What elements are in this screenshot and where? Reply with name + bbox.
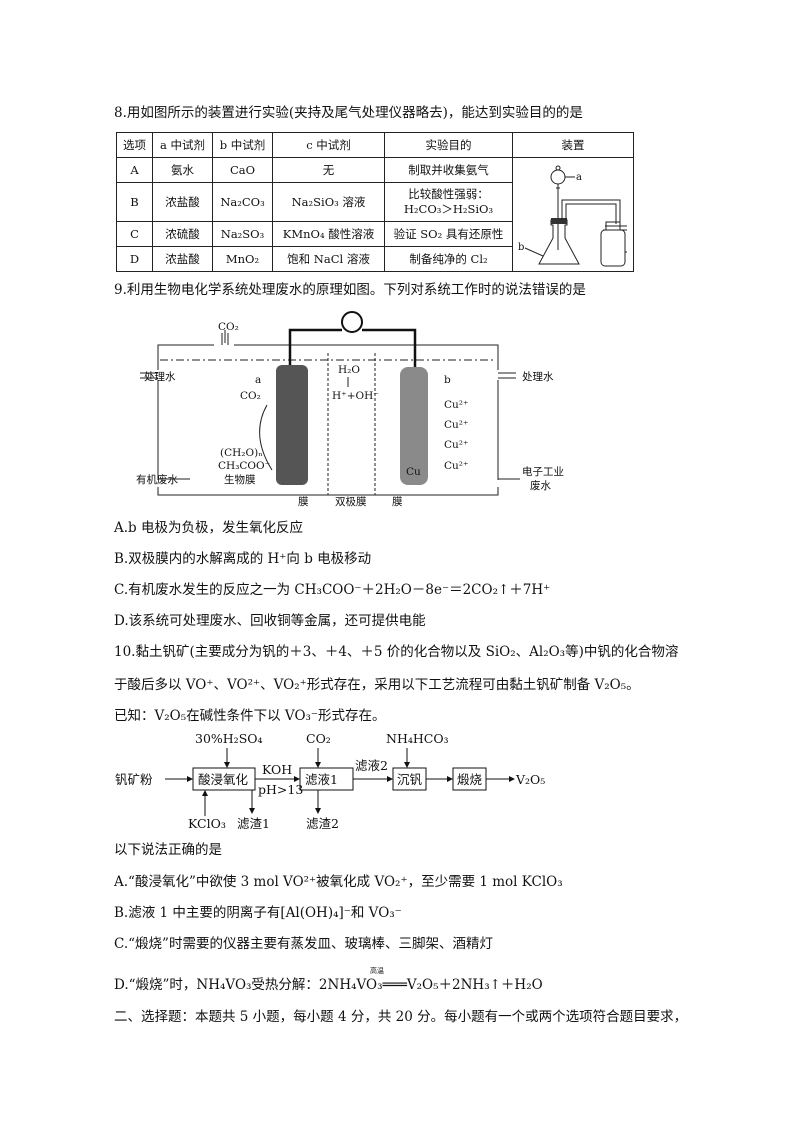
koh-label: KOH [262, 762, 292, 777]
in-right-label-1: 电子工业 [522, 465, 564, 478]
cell: 无 [272, 157, 385, 183]
in-right-label-2: 废水 [530, 479, 551, 492]
product-label: V₂O₅ [515, 772, 545, 787]
lightbulb-icon [341, 311, 363, 333]
cell: D [116, 246, 153, 272]
cell: B [116, 182, 153, 222]
ions-label: H⁺+OH⁻ [332, 390, 379, 402]
cell: 浓盐酸 [152, 182, 213, 222]
cu2-label: Cu²⁺ [444, 399, 469, 411]
cu-label: Cu [406, 466, 421, 478]
cell: MnO₂ [212, 246, 273, 272]
cell: A [116, 157, 153, 183]
kclo3-label: KClO₃ [188, 816, 226, 831]
q10-line: 已知：V₂O₅在碱性条件下以 VO₃⁻形式存在。 [114, 708, 386, 724]
filtrate2-label: 滤液2 [355, 758, 388, 773]
bipolar-membrane-label: 双极膜 [335, 495, 367, 508]
cell: C [116, 221, 153, 247]
label-a: a [255, 374, 261, 386]
q10-option-d: D.“煅烧”时，NH₄VO₃受热分解：2NH₄VO₃═══V₂O₅＋2NH₃↑＋… [114, 977, 543, 993]
step1-label: 酸浸氧化 [198, 772, 249, 787]
q9-option-d: D.该系统可处理废水、回收铜等金属，还可提供电能 [114, 613, 426, 629]
step4-label: 煅烧 [457, 772, 483, 787]
membrane-left-label: 膜 [298, 496, 309, 508]
biofilm-label: 生物膜 [224, 473, 256, 486]
ph-label: pH>13 [258, 782, 303, 797]
cell-line: 比较酸性强弱： [408, 187, 489, 201]
in-left-label: 有机废水 [136, 473, 178, 486]
cu2-label: Cu²⁺ [444, 460, 469, 472]
q9-title: 9.利用生物电化学系统处理废水的原理如图。下列对系统工作时的说法错误的是 [114, 282, 586, 298]
co2-top-label: CO₂ [218, 321, 239, 333]
cell: 制取并收集氨气 [384, 157, 513, 183]
q10-line: 于酸后多以 VO⁺、VO²⁺、VO₂⁺形式存在，采用以下工艺流程可由黏土钒矿制备… [114, 677, 640, 693]
cell: 比较酸性强弱：H₂CO₃＞H₂SiO₃ [384, 182, 513, 222]
q8-title: 8.用如图所示的装置进行实验(夹持及尾气处理仪器略去)，能达到实验目的的是 [114, 105, 583, 121]
q9-option-c: C.有机废水发生的反应之一为 CH₃COO⁻＋2H₂O－8e⁻＝2CO₂↑＋7H… [114, 582, 551, 598]
cell: KMnO₄ 酸性溶液 [272, 221, 385, 247]
membrane-right-label: 膜 [392, 496, 403, 508]
apparatus-diagram: a b [518, 165, 627, 266]
th: a 中试剂 [152, 132, 213, 158]
electrode-a [276, 365, 308, 485]
q10-option-c: C.“煅烧”时需要的仪器主要有蒸发皿、玻璃棒、三脚架、酒精灯 [114, 936, 493, 952]
cell: 制备纯净的 Cl₂ [384, 246, 513, 272]
th: 选项 [116, 132, 153, 158]
q10-line: 10.黏土钒矿(主要成分为钒的＋3、＋4、＋5 价的化合物以及 SiO₂、Al₂… [114, 644, 679, 660]
cell: 验证 SO₂ 具有还原性 [384, 221, 513, 247]
acetate-label: CH₃COO⁻ [218, 460, 270, 472]
cell: 氨水 [152, 157, 213, 183]
apparatus-cell: a b [512, 157, 634, 272]
cell: CaO [212, 157, 273, 183]
process-flowchart: 钒矿粉 酸浸氧化 30%H₂SO₄ KClO₃ 滤渣1 KOH pH>13 滤液… [115, 731, 545, 831]
cell: Na₂CO₃ [212, 182, 273, 222]
cell: 浓硫酸 [152, 221, 213, 247]
cell: Na₂SiO₃ 溶液 [272, 182, 385, 222]
cu2-label: Cu²⁺ [444, 419, 469, 431]
label-a: a [576, 172, 582, 183]
label-b: b [518, 242, 524, 253]
residue2-label: 滤渣2 [306, 816, 339, 831]
h2o-label: H₂O [338, 364, 360, 376]
cell: Na₂SO₃ [212, 221, 273, 247]
th: 实验目的 [384, 132, 513, 158]
residue1-label: 滤渣1 [237, 816, 270, 831]
out-left-label: 处理水 [144, 371, 176, 383]
cell-line: H₂CO₃＞H₂SiO₃ [403, 202, 494, 216]
th: 装置 [512, 132, 634, 158]
h2so4-label: 30%H₂SO₄ [195, 731, 263, 746]
q10-prompt: 以下说法正确的是 [114, 842, 222, 858]
start-label: 钒矿粉 [115, 772, 153, 787]
reaction-condition: 高温 [370, 967, 384, 975]
out-right-label: 处理水 [522, 371, 554, 383]
cu2-label: Cu²⁺ [444, 439, 469, 451]
label-b: b [444, 374, 451, 386]
q9-option-a: A.b 电极为负极，发生氧化反应 [114, 520, 303, 536]
th: c 中试剂 [272, 132, 385, 158]
th: b 中试剂 [212, 132, 273, 158]
co2-label: CO₂ [240, 390, 261, 402]
electrode-b [400, 367, 428, 485]
step3-label: 沉钒 [397, 772, 423, 787]
cell: 饱和 NaCl 溶液 [272, 246, 385, 272]
nh4hco3-label: NH₄HCO₃ [386, 731, 449, 746]
step2-label: 滤液1 [305, 772, 338, 787]
section-2-heading: 二、选择题：本题共 5 小题，每小题 4 分，共 20 分。每小题有一个或两个选… [114, 1009, 688, 1025]
q10-option-a: A.“酸浸氧化”中欲使 3 mol VO²⁺被氧化成 VO₂⁺，至少需要 1 m… [114, 874, 563, 890]
ch2o-label: (CH₂O)ₙ [220, 447, 263, 459]
cell: 浓盐酸 [152, 246, 213, 272]
co2-label: CO₂ [306, 731, 331, 746]
q10-option-b: B.滤液 1 中主要的阴离子有[Al(OH)₄]⁻和 VO₃⁻ [114, 905, 402, 921]
q9-option-b: B.双极膜内的水解离成的 H⁺向 b 电极移动 [114, 551, 372, 567]
